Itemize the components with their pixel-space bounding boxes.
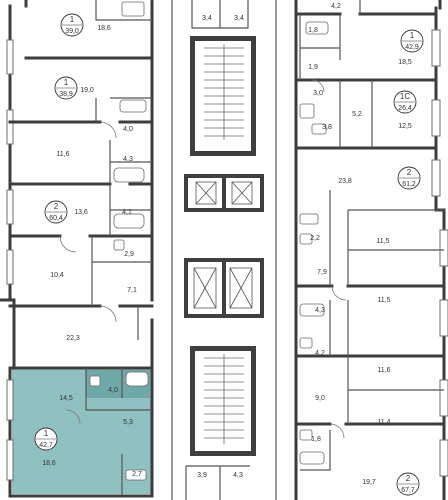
room-label: 4,2 xyxy=(331,3,341,10)
room-label: 3,8 xyxy=(322,124,332,131)
svg-text:2: 2 xyxy=(407,168,412,177)
apartment-marker[interactable]: 2 61,2 xyxy=(397,166,421,190)
room-label: 19,7 xyxy=(362,479,376,486)
apartment-marker[interactable]: 1 39,0 xyxy=(60,13,84,37)
room-label: 18,6 xyxy=(42,460,56,467)
right-wing-walls xyxy=(294,0,448,500)
room-label: 1,9 xyxy=(308,64,318,71)
room-label: 12,5 xyxy=(398,123,412,130)
room-label: 9,0 xyxy=(315,395,325,402)
right-wing-fixtures xyxy=(299,21,329,465)
apartment-marker[interactable]: 2 60,4 xyxy=(44,200,68,224)
room-label: 2,7 xyxy=(132,471,142,478)
svg-text:67,7: 67,7 xyxy=(401,487,415,494)
room-label: 7,1 xyxy=(127,287,137,294)
svg-text:38,9: 38,9 xyxy=(59,91,73,98)
room-label: 23,8 xyxy=(338,178,352,185)
room-label: 5,3 xyxy=(123,419,133,426)
room-label: 3,4 xyxy=(234,15,244,22)
svg-text:2: 2 xyxy=(54,202,59,211)
room-label: 3,4 xyxy=(202,15,212,22)
room-label: 18,6 xyxy=(97,25,111,32)
svg-text:60,4: 60,4 xyxy=(49,215,63,222)
room-label: 11,6 xyxy=(56,151,69,158)
room-label: 4,2 xyxy=(315,350,325,357)
svg-text:1: 1 xyxy=(70,15,75,24)
room-area-labels: 18,6 19,0 4,0 11,6 4,3 13,6 4,1 2,9 10,4… xyxy=(42,3,412,486)
room-label: 1,8 xyxy=(308,27,318,34)
room-label: 11,5 xyxy=(377,297,390,304)
room-label: 18,5 xyxy=(398,59,412,66)
room-label: 13,6 xyxy=(74,209,88,216)
room-label: 2,2 xyxy=(310,235,320,242)
svg-text:42,7: 42,7 xyxy=(39,442,53,449)
room-label: 4,0 xyxy=(108,387,118,394)
room-label: 3,0 xyxy=(313,90,323,97)
apartment-marker[interactable]: 1 38,9 xyxy=(54,76,78,100)
room-label: 4,3 xyxy=(123,156,133,163)
apartment-marker[interactable]: 2 67,7 xyxy=(396,472,420,496)
svg-text:1: 1 xyxy=(64,78,69,87)
svg-text:42,9: 42,9 xyxy=(405,44,419,51)
room-label: 4,1 xyxy=(122,209,132,216)
room-label: 1,8 xyxy=(311,436,321,443)
apartment-marker[interactable]: 1 42,7 xyxy=(34,427,58,451)
apartment-marker[interactable]: 1С 26,4 xyxy=(393,90,417,114)
room-label: 3,9 xyxy=(197,472,207,479)
svg-text:61,2: 61,2 xyxy=(402,181,416,188)
room-label: 5,2 xyxy=(352,111,362,118)
central-core xyxy=(171,0,277,500)
svg-text:1: 1 xyxy=(410,31,415,40)
svg-text:1: 1 xyxy=(44,429,49,438)
room-label: 14,5 xyxy=(59,395,73,402)
room-label: 19,0 xyxy=(80,87,94,94)
room-label: 11,4 xyxy=(377,419,390,426)
room-label: 4,3 xyxy=(315,307,325,314)
room-label: 10,4 xyxy=(50,272,64,279)
room-label: 11,6 xyxy=(377,367,390,374)
room-label: 4,0 xyxy=(123,126,133,133)
room-label: 7,9 xyxy=(317,269,327,276)
svg-text:1С: 1С xyxy=(400,92,410,101)
highlighted-apartment[interactable] xyxy=(12,368,152,494)
room-label: 11,5 xyxy=(376,238,389,245)
svg-text:39,0: 39,0 xyxy=(65,28,79,35)
apartment-marker[interactable]: 1 42,9 xyxy=(400,29,424,53)
svg-text:2: 2 xyxy=(406,474,411,483)
left-wing-fixtures xyxy=(89,1,149,481)
svg-text:26,4: 26,4 xyxy=(398,105,412,112)
room-label: 4,3 xyxy=(233,472,243,479)
room-label: 22,3 xyxy=(66,335,80,342)
room-label: 2,9 xyxy=(124,251,134,258)
left-wing-walls xyxy=(0,0,154,498)
